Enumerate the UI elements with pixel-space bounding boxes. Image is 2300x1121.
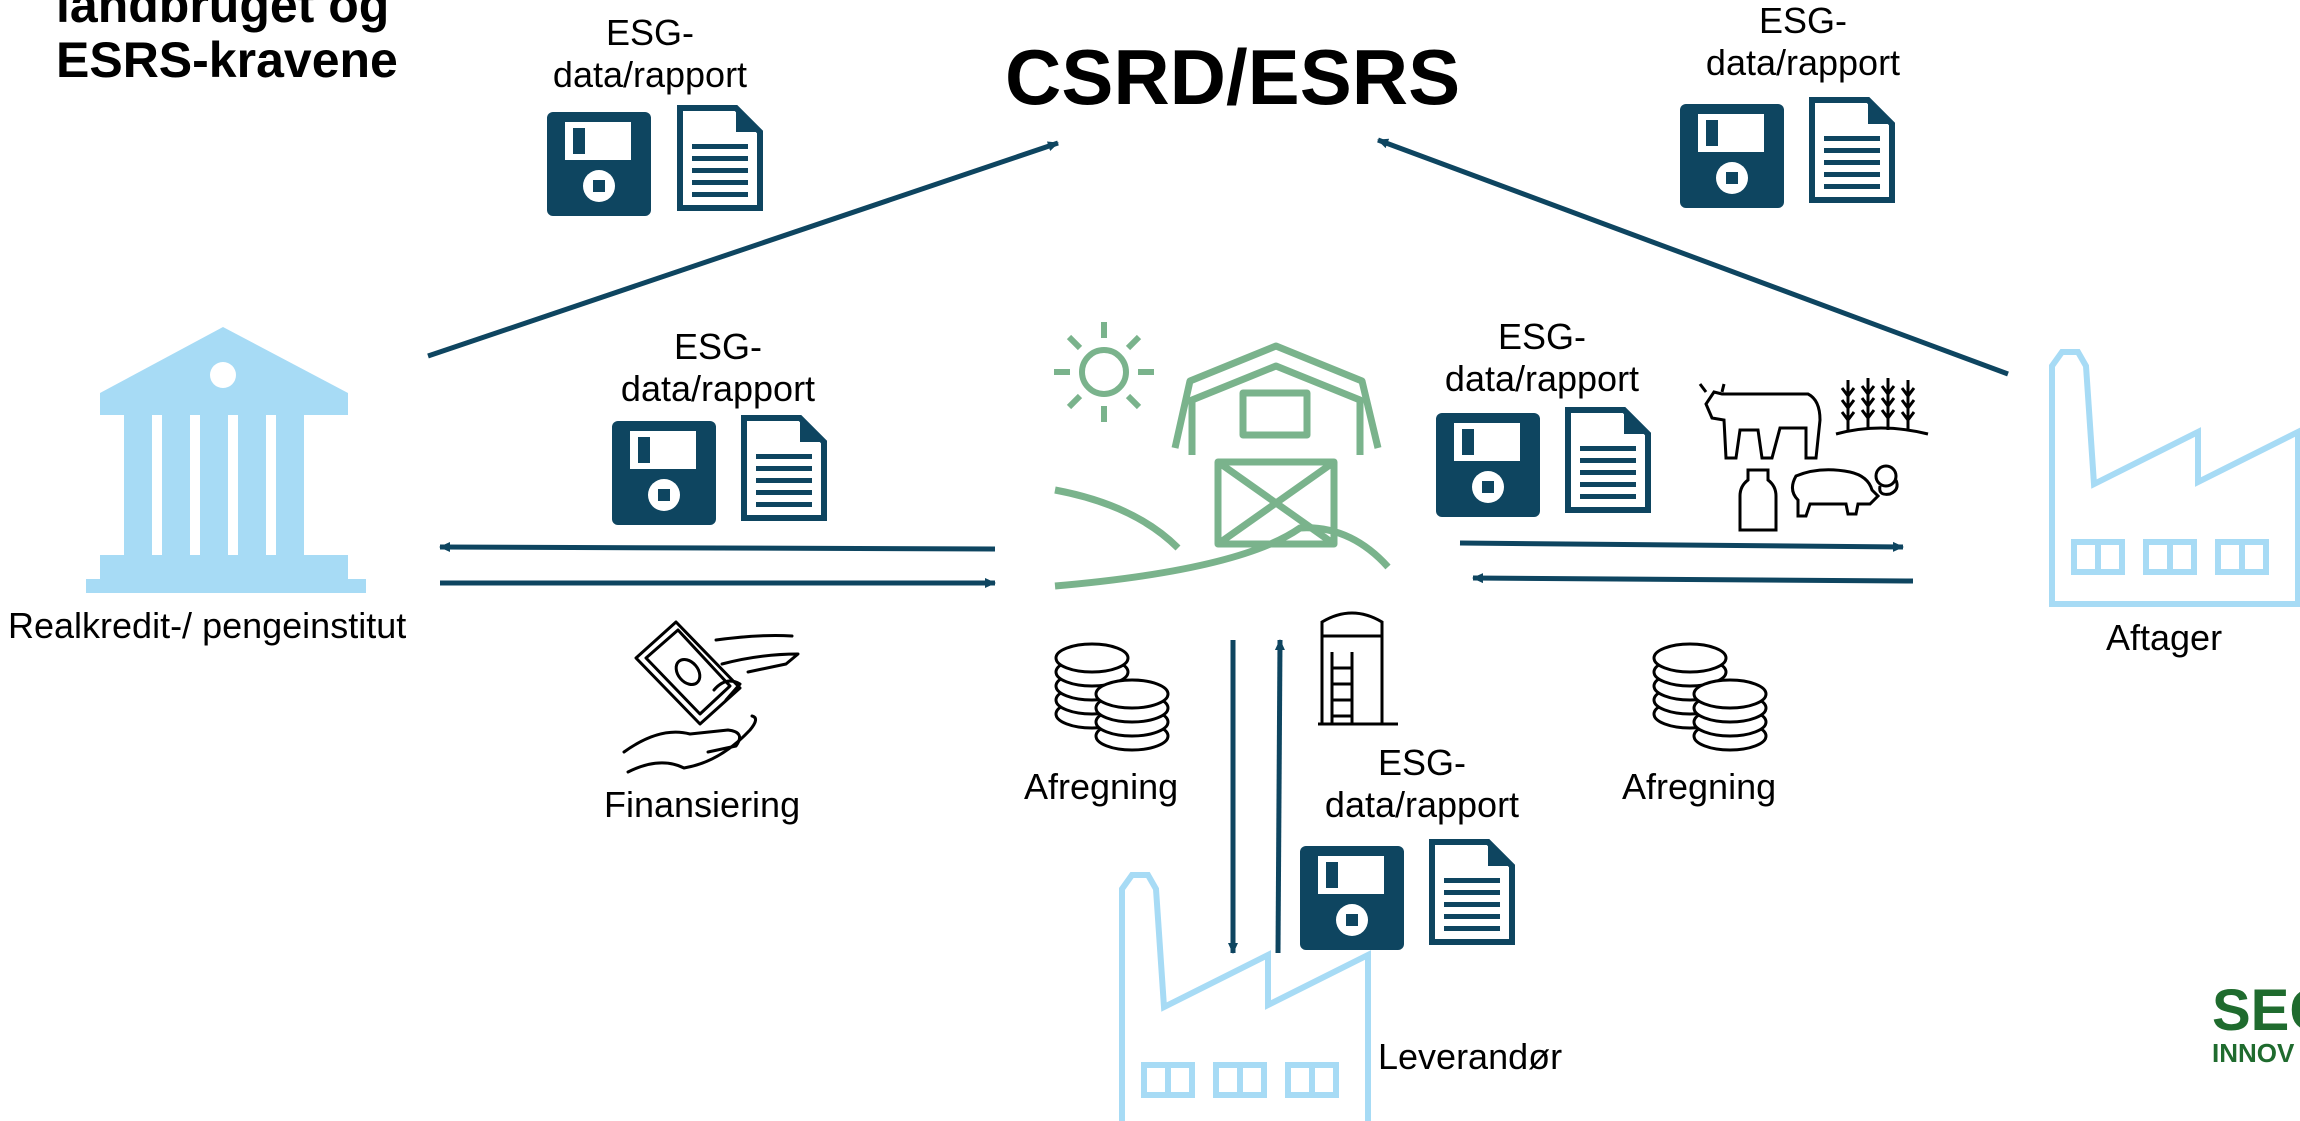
document-icon <box>744 418 824 518</box>
arrow-buyer-to-csrd <box>1377 137 2009 377</box>
document-icon <box>680 108 760 208</box>
supplier-label: Leverandør <box>1378 1036 1563 1077</box>
company-logo: SEG INNOV <box>2212 982 2300 1066</box>
settlement-label-right: Afregning <box>1622 766 1777 807</box>
settlement-label-left: Afregning <box>1024 766 1179 807</box>
esg-label-farm-bank: ESG- data/rapport <box>598 326 838 410</box>
esg-label-line2: data/rapport <box>1324 784 1520 825</box>
logo-line2: INNOV <box>2212 1038 2295 1066</box>
floppy-disk-icon <box>612 421 716 525</box>
esg-label-line1: ESG- <box>673 326 762 367</box>
esg-label-line1: ESG- <box>1497 316 1586 357</box>
heading-line1: landbruget og <box>56 0 390 33</box>
esg-label-line1: ESG- <box>605 12 694 53</box>
esg-label-supplier-farm: ESG- data/rapport <box>1302 742 1542 826</box>
barn-icon <box>1054 342 1391 590</box>
arrow-farm-to-bank <box>439 542 996 553</box>
financing-label: Finansiering <box>604 784 801 825</box>
arrow-farm-to-buyer <box>1459 540 1904 552</box>
esg-label-line2: data/rapport <box>552 54 748 95</box>
logo-line1: SEG <box>2212 982 2300 1043</box>
arrow-bank-to-csrd <box>427 140 1059 359</box>
esg-label-line1: ESG- <box>1758 0 1847 41</box>
money-hand-icon <box>622 620 800 774</box>
floppy-disk-icon <box>1300 846 1404 950</box>
arrow-supplier-to-farm <box>1274 639 1285 954</box>
bank-icon <box>86 327 366 593</box>
document-icon <box>1568 410 1648 510</box>
esg-label-line2: data/rapport <box>620 368 816 409</box>
esg-label-buyer-csrd: ESG- data/rapport <box>1683 0 1923 84</box>
sun-icon <box>1054 322 1154 422</box>
document-icon <box>1432 842 1512 942</box>
document-icon <box>1812 100 1892 200</box>
silo-icon <box>1318 611 1398 726</box>
esg-label-line2: data/rapport <box>1444 358 1640 399</box>
farm-products-icon <box>1698 378 1929 532</box>
buyer-label: Aftager <box>2106 617 2223 658</box>
bank-label: Realkredit-/ pengeinstitut <box>8 605 407 646</box>
coins-icon <box>1054 642 1170 752</box>
factory-icon-buyer <box>2052 352 2298 604</box>
coins-icon <box>1652 642 1768 752</box>
floppy-disk-icon <box>547 112 651 216</box>
csrd-title: CSRD/ESRS <box>1005 33 1461 121</box>
floppy-disk-icon <box>1680 104 1784 208</box>
esg-label-bank-csrd: ESG- data/rapport <box>530 12 770 96</box>
heading-line2: ESRS-kravene <box>56 32 398 88</box>
arrow-buyer-to-farm <box>1472 573 1914 584</box>
floppy-disk-icon <box>1436 413 1540 517</box>
esg-label-line2: data/rapport <box>1705 42 1901 83</box>
esg-label-line1: ESG- <box>1377 742 1466 783</box>
esg-label-farm-buyer: ESG- data/rapport <box>1422 316 1662 400</box>
diagram-heading: landbruget og ESRS-kravene <box>56 0 398 88</box>
